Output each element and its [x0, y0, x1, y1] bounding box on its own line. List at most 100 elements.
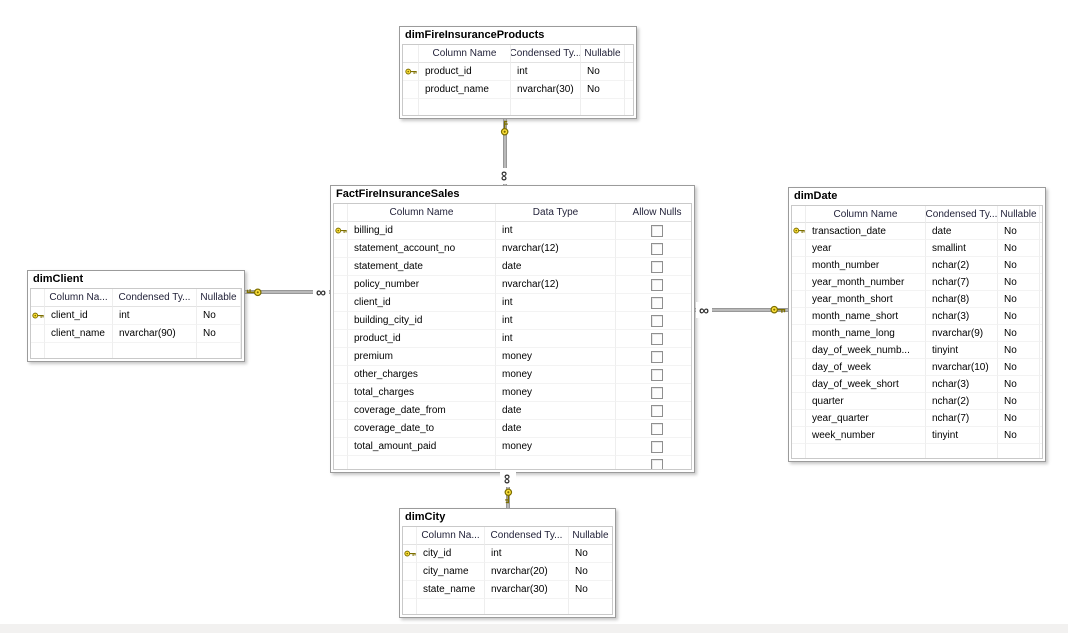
column-name-cell — [419, 99, 511, 115]
allow-nulls-checkbox[interactable] — [651, 386, 663, 399]
row-selector-gutter — [792, 206, 806, 223]
table-title[interactable]: dimFireInsuranceProducts — [402, 27, 634, 44]
column-name-cell: total_amount_paid — [348, 438, 496, 456]
nullable-header: Allow Nulls — [616, 204, 691, 222]
allow-nulls-checkbox[interactable] — [651, 296, 663, 309]
row-selector-gutter — [334, 276, 348, 294]
allow-nulls-checkbox[interactable] — [651, 260, 663, 273]
allow-nulls-checkbox[interactable] — [651, 458, 663, 469]
row-filler — [1040, 223, 1042, 240]
table-row[interactable] — [403, 599, 612, 614]
primary-key-icon — [32, 312, 44, 319]
allow-nulls-checkbox[interactable] — [651, 404, 663, 417]
row-selector-gutter — [792, 444, 806, 458]
table-row[interactable] — [334, 456, 691, 469]
nullable-cell — [616, 348, 691, 366]
relationship-connector[interactable] — [245, 290, 330, 294]
relationship-connector[interactable] — [503, 119, 507, 185]
canvas-bottom-strip — [0, 624, 1068, 633]
row-filler — [241, 325, 242, 343]
column-name-cell: day_of_week — [806, 359, 926, 376]
allow-nulls-checkbox[interactable] — [651, 242, 663, 255]
table-row[interactable] — [403, 99, 633, 115]
column-name-cell: statement_account_no — [348, 240, 496, 258]
nullable-header: Nullable — [569, 527, 612, 545]
allow-nulls-checkbox[interactable] — [651, 278, 663, 291]
primary-key-icon — [792, 223, 806, 240]
data-type-cell: tinyint — [926, 342, 998, 359]
primary-key-icon — [403, 545, 417, 563]
table-title[interactable]: FactFireInsuranceSales — [333, 186, 692, 203]
data-type-cell: nchar(7) — [926, 274, 998, 291]
row-selector-gutter — [31, 289, 45, 307]
nullable-header: Nullable — [197, 289, 241, 307]
data-type-cell: nvarchar(20) — [485, 563, 569, 581]
allow-nulls-checkbox[interactable] — [651, 332, 663, 345]
allow-nulls-checkbox[interactable] — [651, 350, 663, 363]
table-title[interactable]: dimClient — [30, 271, 242, 288]
table-row[interactable] — [31, 343, 241, 358]
data-type-cell: nchar(8) — [926, 291, 998, 308]
row-selector-gutter — [792, 359, 806, 376]
column-name-cell: state_name — [417, 581, 485, 599]
nullable-cell — [616, 222, 691, 240]
column-name-cell: client_id — [348, 294, 496, 312]
table-title[interactable]: dimDate — [791, 188, 1043, 205]
allow-nulls-checkbox[interactable] — [651, 314, 663, 327]
relationship-key-icon — [769, 305, 787, 315]
primary-key-icon — [404, 550, 416, 557]
row-selector-gutter — [403, 45, 419, 63]
table-title[interactable]: dimCity — [402, 509, 613, 526]
allow-nulls-checkbox[interactable] — [651, 440, 663, 453]
column-name-header: Column Name — [419, 45, 511, 63]
nullable-cell: No — [197, 307, 241, 325]
allow-nulls-checkbox[interactable] — [651, 224, 663, 237]
allow-nulls-checkbox[interactable] — [651, 368, 663, 381]
allow-nulls-checkbox[interactable] — [651, 422, 663, 435]
data-type-cell: nchar(3) — [926, 308, 998, 325]
table-row[interactable] — [792, 444, 1042, 458]
relationship-connector[interactable] — [695, 308, 788, 312]
